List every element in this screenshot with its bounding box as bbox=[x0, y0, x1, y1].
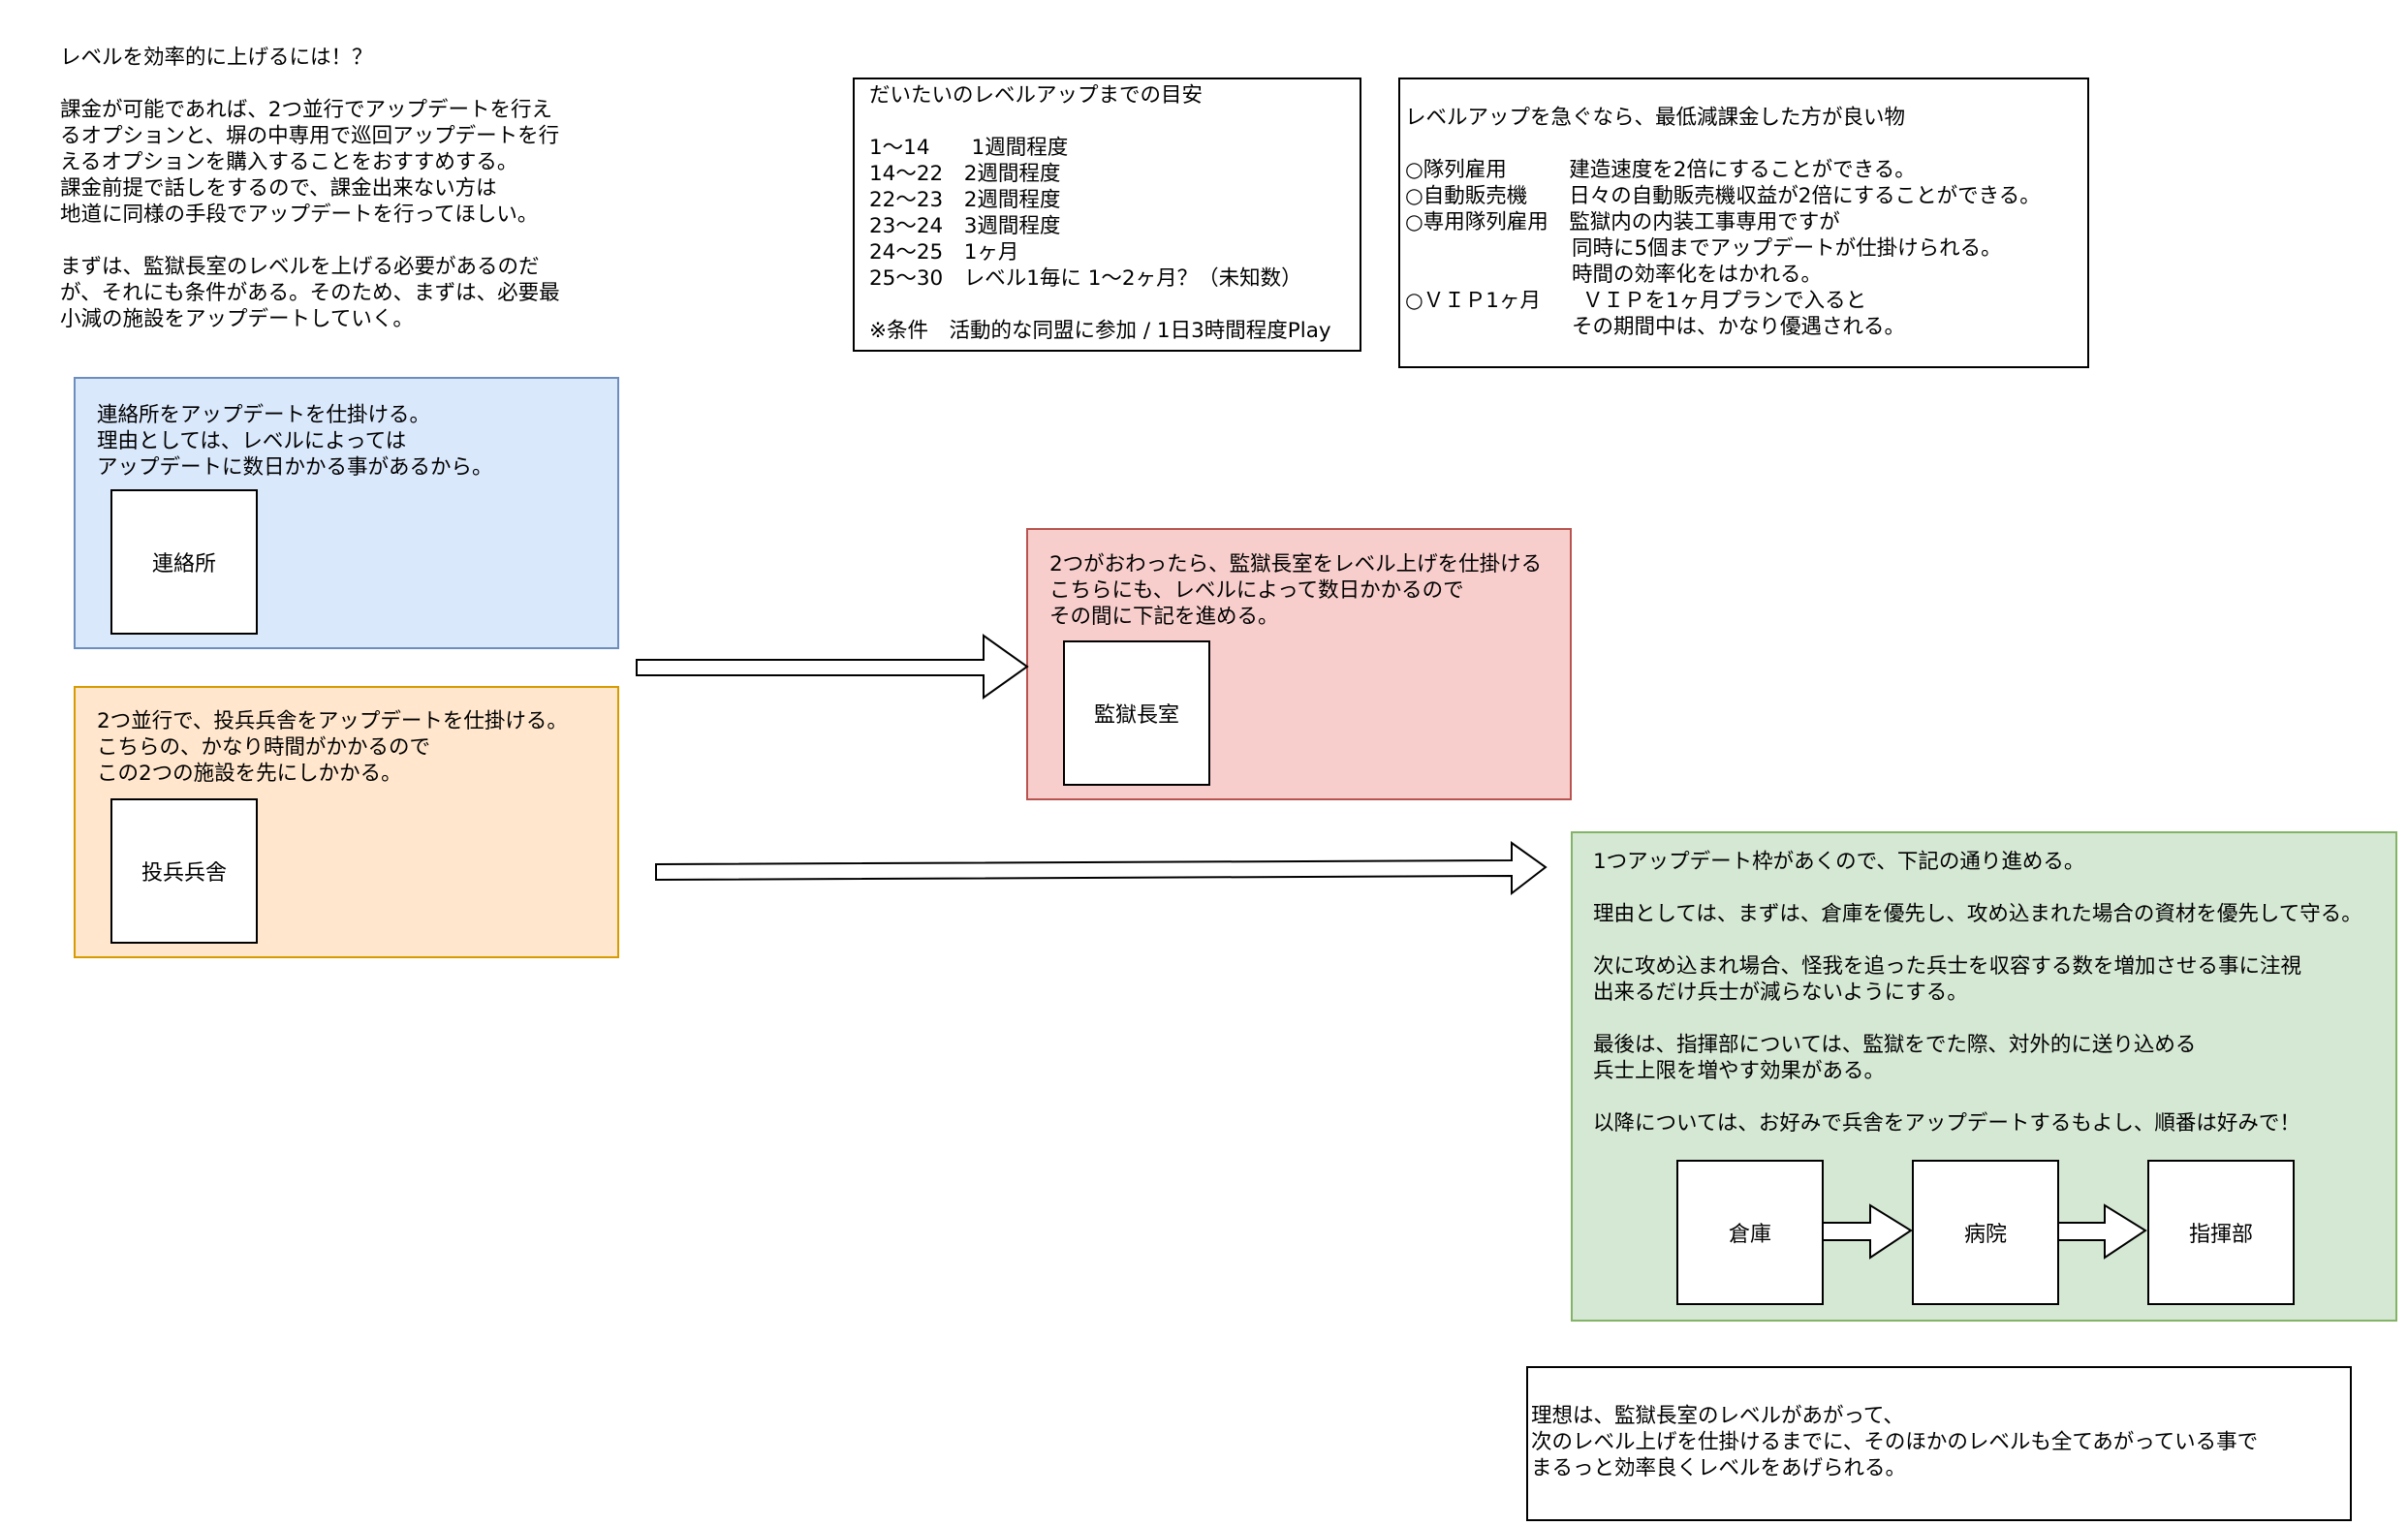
intro-text: レベルを効率的に上げるには！？ 課金が可能であれば、2つ並行でアップデートを行え… bbox=[60, 46, 560, 331]
node-warden: 監獄長室 bbox=[1063, 640, 1210, 786]
node-command: 指揮部 bbox=[2147, 1160, 2295, 1305]
ideal-box: 理想は、監獄長室のレベルがあがって、 次のレベル上げを仕掛けるまでに、そのほかの… bbox=[1526, 1366, 2352, 1521]
arrow-liaison-to-warden bbox=[636, 634, 1029, 700]
arrow-barracks-to-next bbox=[655, 841, 1548, 896]
arrow-hospital-to-command bbox=[2057, 1203, 2147, 1260]
purchase-box: レベルアップを急ぐなら、最低減課金した方が良い物 ○隊列雇用 建造速度を2倍にす… bbox=[1398, 78, 2089, 368]
ideal-text: 理想は、監獄長室のレベルがあがって、 次のレベル上げを仕掛けるまでに、そのほかの… bbox=[1531, 1404, 2259, 1480]
step-warden-box: 2つがおわったら、監獄長室をレベル上げを仕掛ける こちらにも、レベルによって数日… bbox=[1026, 528, 1572, 800]
step-warden-text: 2つがおわったら、監獄長室をレベル上げを仕掛ける こちらにも、レベルによって数日… bbox=[1049, 552, 1543, 629]
node-barracks: 投兵兵舎 bbox=[110, 798, 258, 944]
purchase-text: レベルアップを急ぐなら、最低減課金した方が良い物 ○隊列雇用 建造速度を2倍にす… bbox=[1405, 106, 2041, 339]
step-liaison-text: 連絡所をアップデートを仕掛ける。 理由としては、レベルによっては アップデートに… bbox=[97, 403, 493, 480]
step-next-box: 1つアップデート枠があくので、下記の通り進める。 理由としては、まずは、倉庫を優… bbox=[1571, 831, 2397, 1322]
schedule-text: だいたいのレベルアップまでの目安 1〜14 1週間程度 14〜22 2週間程度 … bbox=[869, 83, 1331, 343]
step-liaison-box: 連絡所をアップデートを仕掛ける。 理由としては、レベルによっては アップデートに… bbox=[74, 377, 619, 649]
step-barracks-text: 2つ並行で、投兵兵舎をアップデートを仕掛ける。 こちらの、かなり時間がかかるので… bbox=[97, 709, 568, 786]
schedule-box: だいたいのレベルアップまでの目安 1〜14 1週間程度 14〜22 2週間程度 … bbox=[853, 78, 1361, 352]
arrow-warehouse-to-hospital bbox=[1822, 1203, 1913, 1260]
node-hospital: 病院 bbox=[1912, 1160, 2059, 1305]
node-liaison: 連絡所 bbox=[110, 489, 258, 635]
step-barracks-box: 2つ並行で、投兵兵舎をアップデートを仕掛ける。 こちらの、かなり時間がかかるので… bbox=[74, 686, 619, 958]
step-next-text: 1つアップデート枠があくので、下記の通り進める。 理由としては、まずは、倉庫を優… bbox=[1593, 850, 2362, 1136]
node-warehouse: 倉庫 bbox=[1676, 1160, 1824, 1305]
